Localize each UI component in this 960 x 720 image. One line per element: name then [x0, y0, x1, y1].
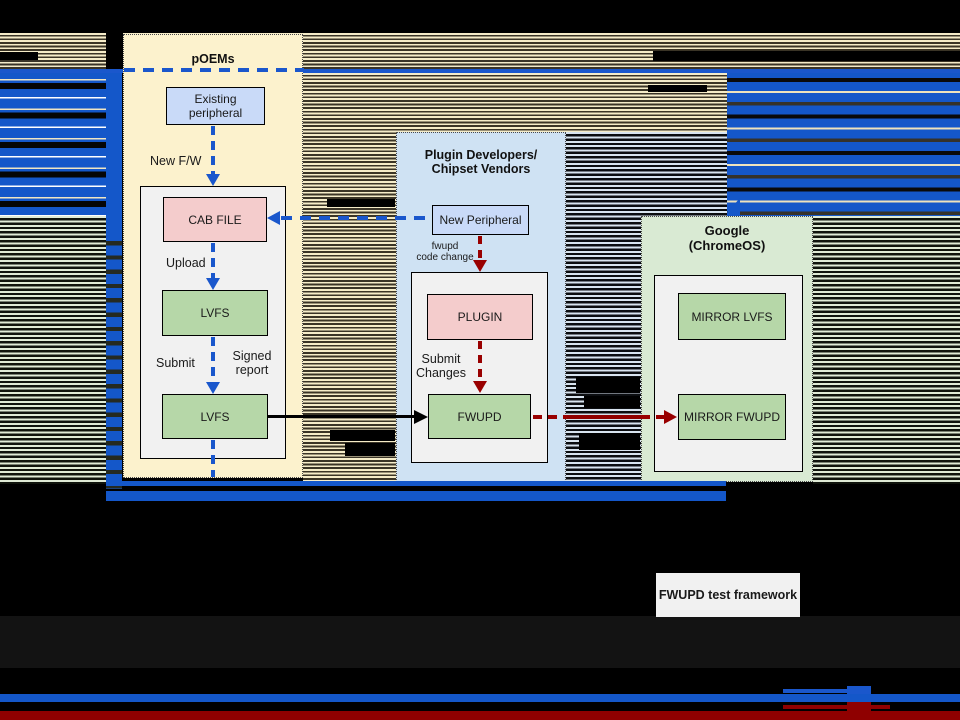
- bg-left-green-stripes: [0, 216, 106, 484]
- mirror-lvfs-box: MIRROR LVFS: [678, 293, 786, 340]
- redacted-bar: [0, 52, 38, 60]
- lvfs-top-label: LVFS: [200, 306, 230, 320]
- bg-lightblue-stripes-gap: [566, 132, 641, 484]
- arrow-newperipheral-to-plugin-line: [478, 236, 482, 262]
- bg-left-gutter: [106, 33, 123, 69]
- existing-peripheral-label: Existing peripheral: [188, 92, 243, 120]
- fwupd-box: FWUPD: [428, 394, 531, 439]
- lvfs-bottom-box: LVFS: [162, 394, 268, 439]
- plugin-developers-title-line1: Plugin Developers/: [424, 148, 538, 162]
- cab-file-box: CAB FILE: [163, 197, 267, 242]
- arrow-existing-to-cab-line: [211, 126, 215, 176]
- arrow-right-red-head: [664, 410, 677, 424]
- footer-blue-line: [783, 689, 847, 693]
- footer-red-line: [783, 705, 890, 709]
- bg-tan-upper-right: [396, 73, 727, 132]
- redacted-bar: [579, 433, 640, 450]
- arrow-fwupd-to-mirror-line: [533, 415, 569, 419]
- redacted-bar: [653, 51, 960, 61]
- plugin-box: PLUGIN: [427, 294, 533, 340]
- footer-blue-bar: [0, 694, 960, 702]
- plugin-developers-title-line2: Chipset Vendors: [431, 162, 531, 176]
- blue-accent-column-squares: [106, 231, 122, 489]
- new-peripheral-label: New Peripheral: [439, 213, 522, 227]
- footer-red-bar: [0, 711, 960, 720]
- bg-right-green-stripes: [813, 216, 960, 484]
- fwupd-test-framework-box: FWUPD test framework: [656, 573, 800, 617]
- google-title-line1: Google: [704, 223, 750, 238]
- google-title-line2: (ChromeOS): [688, 238, 766, 253]
- bottom-blue-thin-line: [106, 481, 726, 486]
- fwupd-code-change-line1: fwupd: [431, 241, 459, 252]
- footer-red-square: [847, 702, 871, 713]
- redacted-bar: [584, 396, 640, 408]
- submit-changes-label: Submit Changes: [415, 352, 467, 380]
- signed-report-label: Signed report: [232, 349, 272, 377]
- arrow-left-blue-head: [267, 211, 280, 225]
- fwupd-label: FWUPD: [457, 409, 502, 424]
- arrow-down-blue-head: [206, 174, 220, 186]
- bottom-dark-band: [0, 616, 960, 668]
- arrow-down-red-head: [473, 260, 487, 272]
- bg-lightblue-stripes-upper: [640, 132, 727, 216]
- lvfs-bottom-label: LVFS: [200, 409, 230, 424]
- fwupd-code-change-line2: code change: [416, 252, 474, 263]
- redacted-bar: [648, 85, 707, 92]
- new-peripheral-box: New Peripheral: [432, 205, 529, 235]
- mirror-fwupd-label: MIRROR FWUPD: [684, 410, 780, 424]
- arrow-lvfs-to-lvfs-line: [211, 337, 215, 383]
- redacted-bar: [330, 430, 395, 441]
- bg-tan-middle-column: [303, 73, 396, 484]
- redacted-bar: [576, 377, 640, 393]
- new-fw-label: New F/W: [150, 154, 202, 168]
- arrow-down-red-head: [473, 381, 487, 393]
- poems-title: pOEMs: [191, 52, 235, 66]
- poems-top-dashed-line: [124, 68, 304, 72]
- mirror-fwupd-box: MIRROR FWUPD: [678, 394, 786, 440]
- blue-accent-column: [106, 69, 122, 231]
- mirror-lvfs-label: MIRROR LVFS: [691, 309, 773, 324]
- redacted-bar: [345, 443, 395, 456]
- arrow-plugin-to-fwupd-line: [478, 341, 482, 383]
- cab-file-label: CAB FILE: [188, 212, 242, 227]
- redacted-bar: [327, 199, 395, 207]
- arrow-fwupd-to-mirror-line-solid: [567, 415, 641, 419]
- bg-right-blue-rows: [727, 69, 960, 216]
- arrow-cab-to-lvfs-line: [211, 243, 215, 280]
- arrow-fwupd-to-mirror-line: [641, 415, 665, 419]
- existing-peripheral-box: Existing peripheral: [166, 87, 265, 125]
- fwupd-test-framework-label: FWUPD test framework: [658, 588, 798, 602]
- blue-horizontal-rule: [0, 69, 960, 73]
- arrow-lvfs-to-fwupd-line: [268, 415, 415, 418]
- bottom-blue-bar: [106, 491, 726, 501]
- plugin-label: PLUGIN: [457, 310, 503, 324]
- lvfs-top-box: LVFS: [162, 290, 268, 336]
- upload-label: Upload: [166, 256, 206, 270]
- bg-left-blue-block: [0, 69, 106, 216]
- arrow-down-blue-head: [206, 278, 220, 290]
- lvfs-exit-dashed-line: [211, 440, 215, 477]
- submit-label: Submit: [156, 356, 195, 370]
- fwupd-code-change-label: fwupd code change: [408, 241, 482, 263]
- arrow-newperipheral-to-cab-line: [281, 216, 432, 220]
- arrow-right-black-head: [414, 410, 428, 424]
- arrow-down-blue-head: [206, 382, 220, 394]
